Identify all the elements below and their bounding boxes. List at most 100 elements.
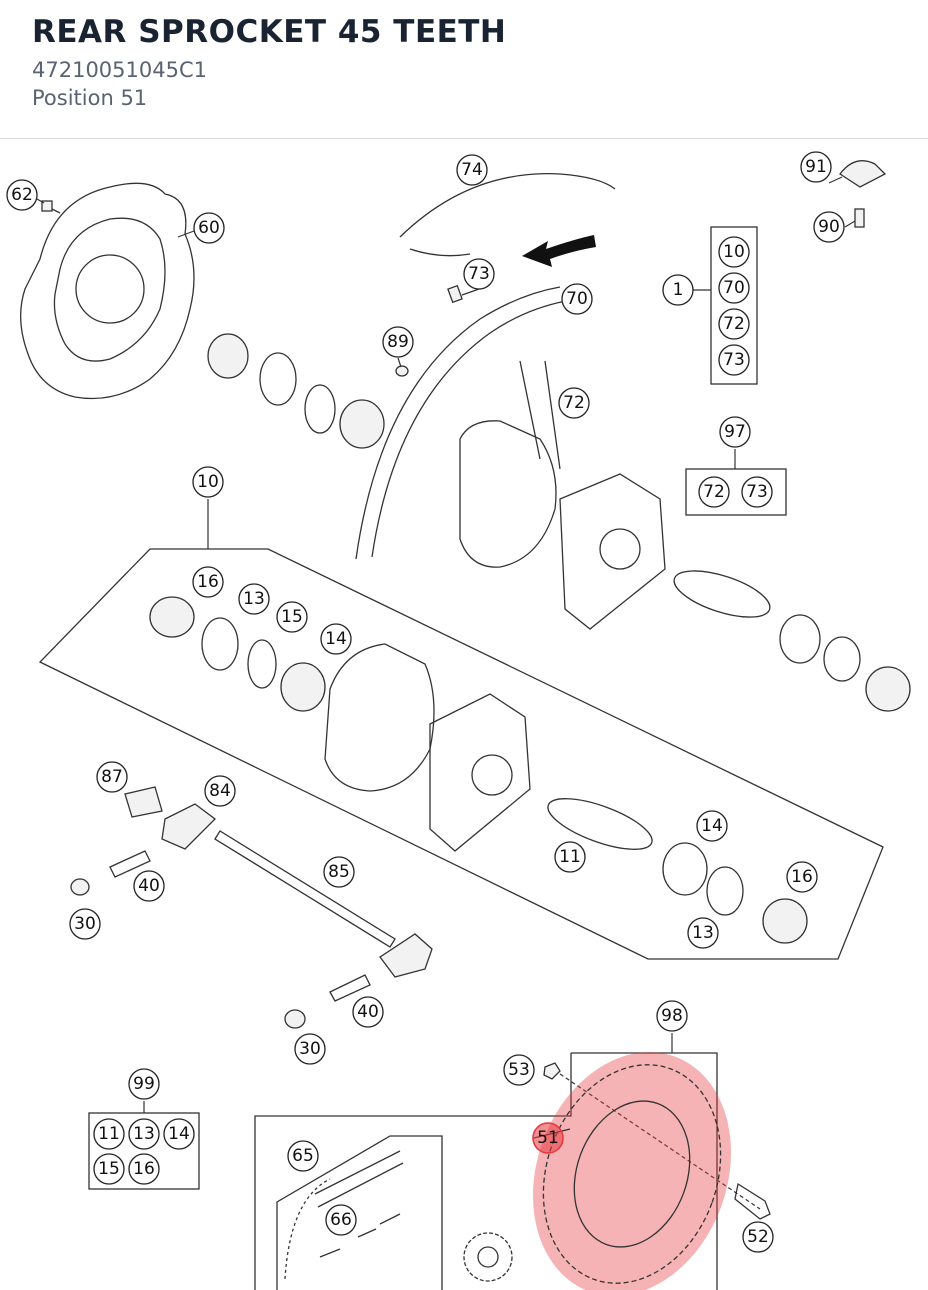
callout-72[interactable]: 72 [558,387,590,419]
callout-number: 16 [133,1159,155,1179]
callout-52[interactable]: 52 [742,1221,774,1253]
callout-number: 70 [723,278,745,298]
callout-73[interactable]: 73 [463,258,495,290]
callout-number: 90 [818,217,840,237]
callout-40[interactable]: 40 [352,996,384,1028]
callout-13[interactable]: 13 [128,1118,160,1150]
callout-number: 72 [703,482,725,502]
callout-90[interactable]: 90 [813,211,845,243]
page-header: REAR SPROCKET 45 TEETH 47210051045C1 Pos… [0,0,928,139]
callout-14[interactable]: 14 [163,1118,195,1150]
callout-74[interactable]: 74 [456,154,488,186]
hub-assembly-parts [149,596,808,944]
callout-number: 1 [673,280,684,300]
callout-number: 13 [133,1124,155,1144]
callout-53[interactable]: 53 [503,1054,535,1086]
callout-62[interactable]: 62 [6,179,38,211]
callout-91[interactable]: 91 [800,151,832,183]
callout-98[interactable]: 98 [656,1000,688,1032]
callout-10[interactable]: 10 [718,236,750,268]
callout-73[interactable]: 73 [718,344,750,376]
callout-number: 14 [168,1124,190,1144]
page-title: REAR SPROCKET 45 TEETH [32,14,507,50]
callout-30[interactable]: 30 [294,1033,326,1065]
callout-number: 74 [461,160,483,180]
callout-89[interactable]: 89 [382,326,414,358]
callout-72[interactable]: 72 [698,476,730,508]
callout-number: 73 [746,482,768,502]
kit-box-1 [710,226,758,385]
callout-number: 66 [330,1210,352,1230]
callout-number: 65 [292,1146,314,1166]
callout-11[interactable]: 11 [93,1118,125,1150]
callout-number: 10 [723,242,745,262]
exploded-parts-diagram: 62 60 74 73 70 89 72 91 90 1 10 70 72 73 97 72 73 10 16 13 1… [6,151,911,1290]
direction-arrow-icon [522,235,596,267]
callout-number: 51 [537,1128,559,1148]
front-sprocket [463,1232,513,1282]
callout-1[interactable]: 1 [662,274,694,306]
callout-66[interactable]: 66 [325,1204,357,1236]
callout-16[interactable]: 16 [128,1153,160,1185]
callout-number: 98 [661,1006,683,1026]
callout-30[interactable]: 30 [69,908,101,940]
position-label: Position 51 [32,86,148,110]
callout-40[interactable]: 40 [133,870,165,902]
sprocket-nut [543,1062,561,1080]
callout-11[interactable]: 11 [554,841,586,873]
part-number: 47210051045C1 [32,58,207,82]
valve-cap [839,160,887,188]
callout-number: 60 [198,218,220,238]
callout-number: 15 [281,607,303,627]
callout-number: 70 [566,289,588,309]
callout-65[interactable]: 65 [287,1140,319,1172]
callout-15[interactable]: 15 [276,601,308,633]
callout-number: 16 [197,572,219,592]
callout-16[interactable]: 16 [786,861,818,893]
callout-number: 53 [508,1060,530,1080]
callout-99[interactable]: 99 [128,1068,160,1100]
callout-number: 13 [243,589,265,609]
valve-insert [854,208,865,228]
callout-number: 97 [724,422,746,442]
callout-number: 13 [692,923,714,943]
callout-number: 14 [325,629,347,649]
disc-bolt [41,200,61,214]
brake-disc [20,182,195,400]
callout-70[interactable]: 70 [561,283,593,315]
callout-73[interactable]: 73 [741,476,773,508]
callout-84[interactable]: 84 [204,775,236,807]
callout-72[interactable]: 72 [718,308,750,340]
callout-14[interactable]: 14 [696,810,728,842]
upper-bearing-set [207,333,385,449]
upper-hub [459,420,911,712]
callout-70[interactable]: 70 [718,272,750,304]
callout-13[interactable]: 13 [687,917,719,949]
callout-number: 40 [357,1002,379,1022]
callout-labels: 62 60 74 73 70 89 72 91 90 1 10 70 72 73 97 72 73 10 16 13 1… [6,151,845,1253]
callout-87[interactable]: 87 [96,761,128,793]
callout-number: 15 [98,1159,120,1179]
callout-10[interactable]: 10 [192,466,224,498]
callout-number: 14 [701,816,723,836]
callout-60[interactable]: 60 [193,212,225,244]
callout-number: 11 [98,1124,120,1144]
axle-parts [70,786,433,1029]
valve-nut [447,284,463,304]
callout-14[interactable]: 14 [320,623,352,655]
callout-number: 89 [387,332,409,352]
hub-assembly-frame [38,548,884,960]
callout-85[interactable]: 85 [323,856,355,888]
callout-number: 72 [563,393,585,413]
sprocket-bolt [734,1182,771,1220]
rear-sprocket-highlighted [533,1052,731,1290]
callout-number: 72 [723,314,745,334]
callout-number: 85 [328,862,350,882]
callout-number: 40 [138,876,160,896]
callout-97[interactable]: 97 [719,416,751,448]
callout-16[interactable]: 16 [192,566,224,598]
callout-13[interactable]: 13 [238,583,270,615]
callout-51[interactable]: 51 [532,1122,564,1154]
callout-15[interactable]: 15 [93,1153,125,1185]
callout-number: 30 [299,1039,321,1059]
